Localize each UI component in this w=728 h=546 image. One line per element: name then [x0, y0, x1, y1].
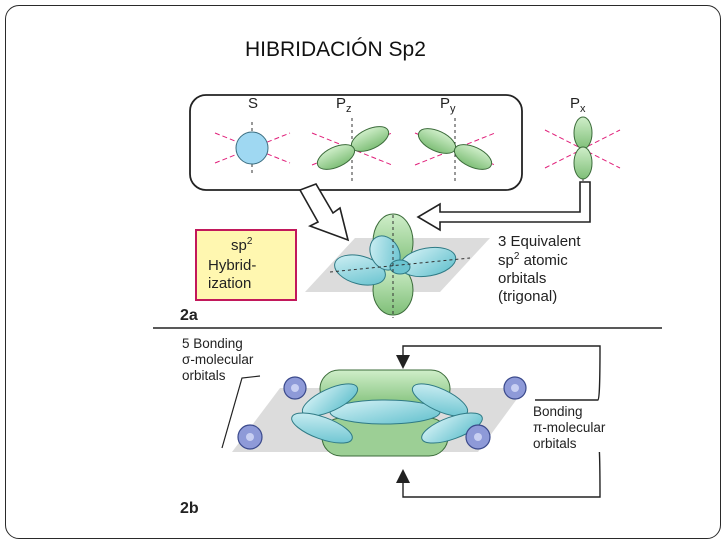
slide-title: HIBRIDACIÓN Sp2 — [245, 38, 426, 61]
pz-orbital: Pz — [311, 95, 393, 182]
pz-label: Pz — [336, 95, 352, 115]
svg-text:5 Bonding: 5 Bonding — [182, 336, 243, 351]
sp2-hybridization-box: sp2 Hybrid- ization — [195, 229, 297, 301]
slide-frame — [5, 5, 721, 539]
figure-label-2a: 2a — [180, 307, 198, 324]
py-orbital: Py — [414, 95, 496, 182]
s-orbital: S — [214, 95, 291, 175]
svg-text:orbitals: orbitals — [182, 368, 226, 383]
svg-text:σ-molecular: σ-molecular — [182, 352, 254, 367]
figure-label-2b: 2b — [180, 500, 199, 517]
svg-text:sp2: sp2 — [231, 236, 253, 254]
svg-text:3 Equivalent: 3 Equivalent — [498, 233, 581, 250]
sigma-pointer-line — [221, 375, 261, 449]
svg-text:ization: ization — [208, 275, 251, 292]
ethylene-molecular-orbitals — [232, 369, 527, 457]
svg-text:orbitals: orbitals — [533, 436, 577, 451]
svg-text:sp2 atomic: sp2 atomic — [498, 251, 568, 269]
arrow-right-to-hybrid — [416, 181, 591, 232]
orbital-group-box — [189, 94, 523, 191]
px-label: Px — [570, 95, 586, 115]
svg-text:π-molecular: π-molecular — [533, 420, 606, 435]
sp2-hybrid-orbitals — [305, 213, 490, 318]
s-label: S — [248, 95, 258, 112]
svg-text:orbitals: orbitals — [498, 270, 546, 287]
pi-arrow-top — [396, 345, 601, 401]
px-orbital: Px — [544, 95, 621, 182]
py-label: Py — [440, 95, 456, 115]
caption-sigma-orbitals: 5 Bonding σ-molecular orbitals — [182, 336, 254, 383]
svg-text:Hybrid-: Hybrid- — [208, 257, 256, 274]
svg-text:Bonding: Bonding — [533, 404, 583, 419]
caption-pi-orbitals: Bonding π-molecular orbitals — [528, 402, 618, 452]
arrow-left-to-hybrid — [298, 183, 350, 242]
caption-sp2-orbitals: 3 Equivalent sp2 atomic orbitals (trigon… — [498, 233, 581, 305]
svg-text:(trigonal): (trigonal) — [498, 288, 557, 305]
